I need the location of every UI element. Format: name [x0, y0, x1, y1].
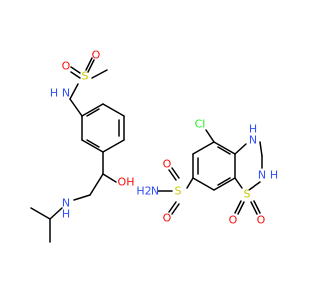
sotalol-amine-h: H: [62, 208, 70, 221]
hct-ring-oxygen-left: O: [229, 214, 238, 227]
sotalol-oxygen-top: O: [92, 49, 101, 62]
hct-sulfonamide-oxygen-top: O: [163, 158, 172, 171]
molecule-structure-canvas: N H S O O OH N H: [30, 49, 278, 243]
sotalol-sulfur: S: [82, 70, 89, 83]
hct-ring-sulfur: S: [244, 188, 251, 201]
sotalol-hydroxyl: OH: [118, 176, 135, 189]
hct-amide-n: N: [151, 185, 159, 198]
hct-ring-oxygen-right: O: [257, 214, 266, 227]
hct-amide-h2: H2: [136, 185, 151, 198]
sotalol-benzene-ring: [81, 103, 125, 153]
hct-nh-top-n: N: [249, 134, 257, 147]
hct-nh-ring-n: N: [258, 169, 266, 182]
hct-benzene-ring: [192, 141, 236, 191]
molecule-hydrochlorothiazide: Cl N H N H S O O S O O H2 N: [136, 118, 278, 227]
sotalol-oxygen-left: O: [62, 60, 71, 73]
hct-nh-ring-h: H: [270, 169, 278, 182]
sotalol-sulfonamide-h: H: [50, 87, 58, 100]
hct-sulfonamide-sulfur: S: [175, 185, 182, 198]
hct-thiadiazine-ring: [234, 141, 263, 191]
sotalol-sulfonamide-n: N: [62, 87, 70, 100]
hct-atom-labels: Cl N H N H S O O S O O H2 N: [136, 118, 278, 227]
sotalol-amine-n: N: [62, 197, 70, 210]
molecule-sotalol: N H S O O OH N H: [30, 49, 135, 243]
hct-sulfonamide-oxygen-bottom: O: [163, 212, 172, 225]
hct-chlorine: Cl: [195, 118, 206, 131]
sotalol-atom-labels: N H S O O OH N H: [50, 49, 135, 221]
hct-nh-top-h: H: [249, 123, 257, 136]
